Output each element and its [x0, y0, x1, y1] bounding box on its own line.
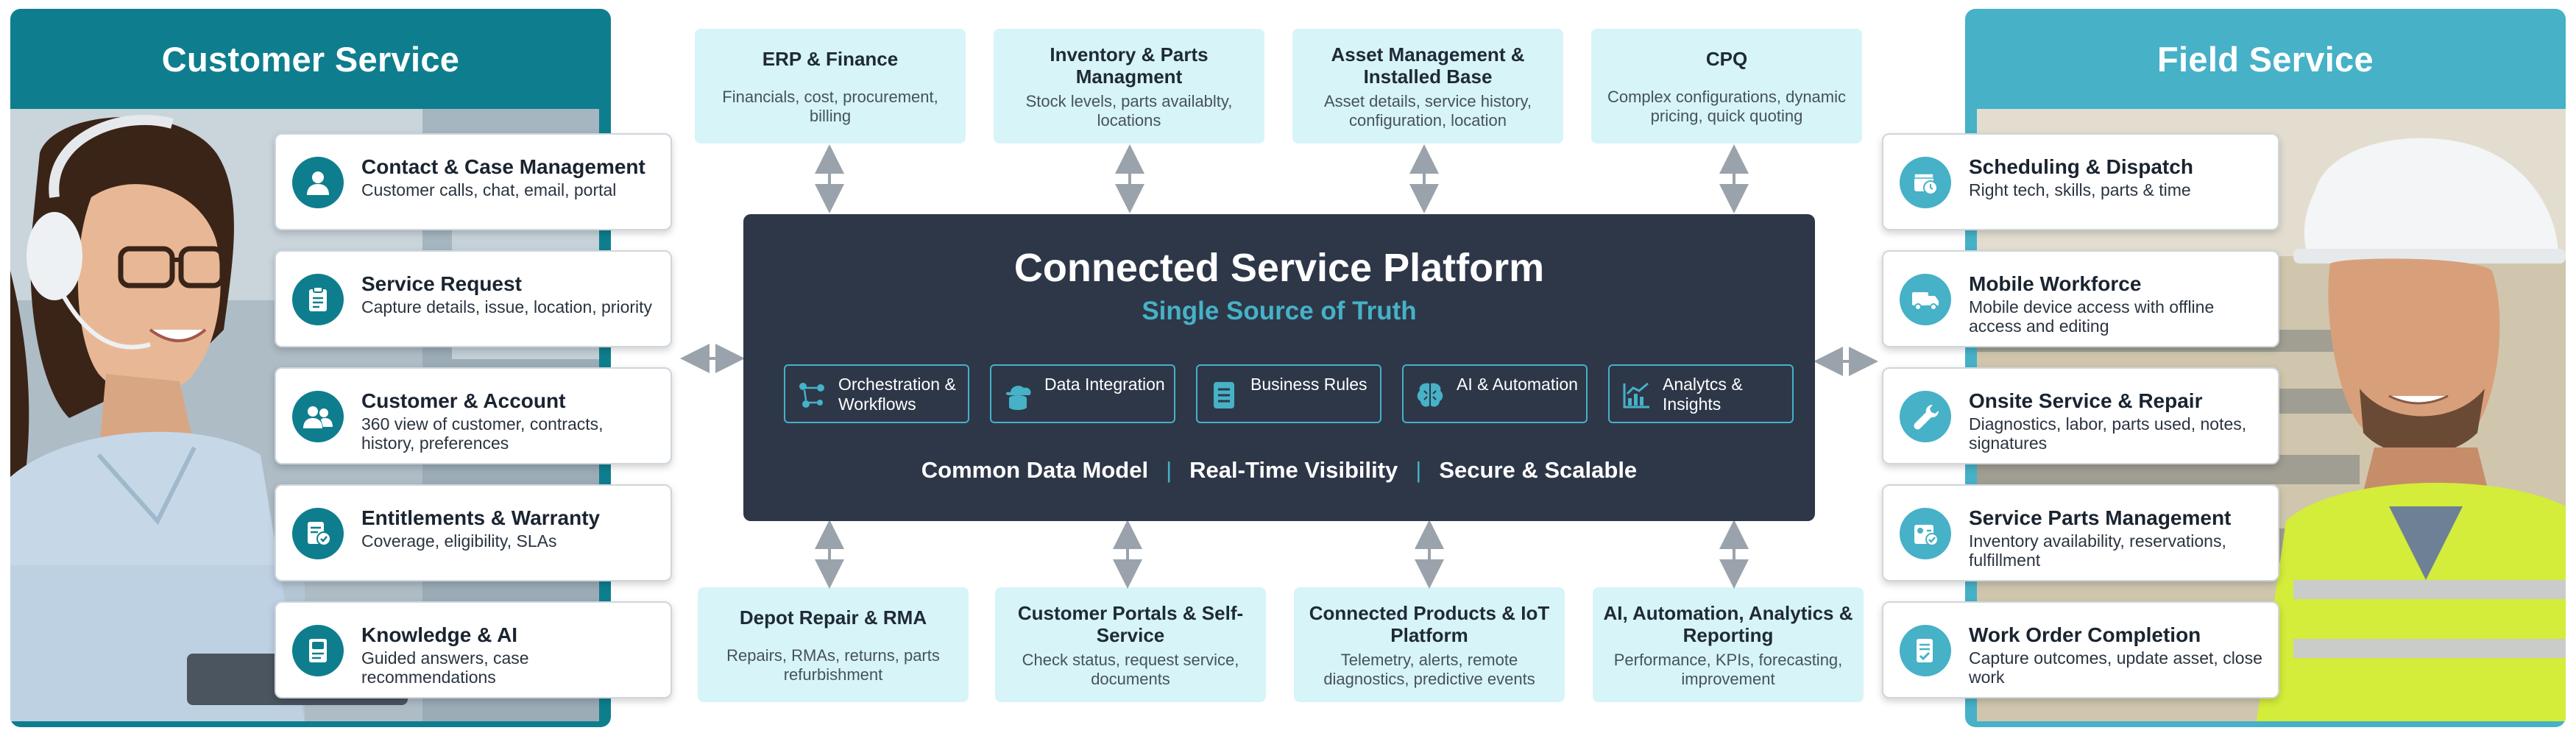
parts-check-icon	[1900, 508, 1951, 559]
card-title: Service Request	[361, 272, 522, 295]
card-mobile-workforce[interactable]: Mobile Workforce Mobile device access wi…	[1882, 250, 2279, 347]
card-entitlements-warranty[interactable]: Entitlements & Warranty Coverage, eligib…	[275, 484, 672, 581]
database-cloud-icon	[1005, 386, 1031, 410]
calendar-clock-icon	[1900, 157, 1951, 208]
rules-list-icon	[1214, 382, 1234, 408]
system-desc: Complex configurations, dynamic pricing,…	[1607, 88, 1847, 125]
truck-icon	[1900, 274, 1951, 325]
workflow-icon	[799, 383, 824, 408]
card-desc: Capture details, issue, location, priori…	[361, 297, 653, 316]
system-desc: Financials, cost, procurement, billing	[722, 88, 938, 125]
system-title: Depot Repair & RMA	[739, 606, 927, 629]
system-ai-automation-analytics[interactable]: AI, Automation, Analytics & Reporting Pe…	[1593, 587, 1864, 702]
system-title: ERP & Finance	[762, 48, 899, 70]
system-desc: Telemetry, alerts, remote diagnostics, p…	[1323, 651, 1535, 688]
connected-service-platform: Connected Service Platform Single Source…	[743, 214, 1815, 521]
card-title: Work Order Completion	[1969, 623, 2201, 646]
footer-separator: |	[1415, 457, 1422, 483]
system-cpq[interactable]: CPQ Complex configurations, dynamic pric…	[1591, 29, 1862, 144]
person-icon	[292, 157, 344, 208]
card-title: Onsite Service & Repair	[1969, 389, 2203, 412]
footer-common-data-model: Common Data Model	[921, 457, 1149, 483]
system-desc: Asset details, service history, configur…	[1323, 92, 1532, 130]
capability-orchestration-workflows[interactable]: Orchestration & Workflows	[784, 364, 969, 423]
card-scheduling-dispatch[interactable]: Scheduling & Dispatch Right tech, skills…	[1882, 133, 2279, 230]
card-desc: Capture outcomes, update asset, close wo…	[1969, 648, 2262, 687]
capability-data-integration[interactable]: Data Integration	[990, 364, 1175, 423]
system-connected-products-iot[interactable]: Connected Products & IoT Platform Teleme…	[1294, 587, 1565, 702]
footer-secure-scalable: Secure & Scalable	[1439, 457, 1638, 483]
capability-business-rules[interactable]: Business Rules	[1196, 364, 1381, 423]
footer-real-time-visibility: Real-Time Visibility	[1189, 457, 1398, 483]
capability-label: Data Integration	[1044, 375, 1165, 394]
card-title: Entitlements & Warranty	[361, 506, 601, 529]
card-desc: Inventory availability, reservations, fu…	[1969, 531, 2226, 570]
card-desc: Diagnostics, labor, parts used, notes, s…	[1969, 414, 2247, 453]
system-asset-management[interactable]: Asset Management & Installed Base Asset …	[1292, 29, 1563, 144]
system-desc: Check status, request service, documents	[1022, 651, 1239, 688]
system-desc: Performance, KPIs, forecasting, improvem…	[1613, 651, 1843, 688]
analytics-chart-icon	[1623, 382, 1649, 408]
system-erp-finance[interactable]: ERP & Finance Financials, cost, procurem…	[695, 29, 966, 144]
card-desc: Right tech, skills, parts & time	[1969, 180, 2191, 199]
card-title: Service Parts Management	[1969, 506, 2232, 529]
platform-footer: Common Data Model | Real-Time Visibility…	[743, 457, 1815, 484]
clipboard-icon	[292, 274, 344, 325]
wrench-icon	[1900, 391, 1951, 442]
card-contact-case-management[interactable]: Contact & Case Management Customer calls…	[275, 133, 672, 230]
capability-label: Orchestration & Workflows	[838, 375, 956, 414]
system-title: CPQ	[1705, 48, 1748, 70]
system-desc: Stock levels, parts availablty, location…	[1025, 92, 1233, 130]
card-service-request[interactable]: Service Request Capture details, issue, …	[275, 250, 672, 347]
system-title: AI, Automation, Analytics & Reporting	[1603, 602, 1853, 646]
users-icon	[292, 391, 344, 442]
system-desc: Repairs, RMAs, returns, parts refurbishm…	[726, 646, 940, 684]
brain-icon	[1417, 383, 1443, 407]
system-title: Asset Management & Installed Base	[1331, 43, 1525, 88]
card-desc: Coverage, eligibility, SLAs	[361, 531, 557, 551]
card-knowledge-ai[interactable]: Knowledge & AI Guided answers, case reco…	[275, 601, 672, 698]
capability-ai-automation[interactable]: AI & Automation	[1402, 364, 1588, 423]
footer-separator: |	[1166, 457, 1172, 483]
card-title: Knowledge & AI	[361, 623, 518, 646]
book-icon	[292, 625, 344, 676]
platform-subtitle: Single Source of Truth	[1142, 297, 1417, 325]
card-title: Contact & Case Management	[361, 155, 645, 178]
system-inventory-parts[interactable]: Inventory & Parts Managment Stock levels…	[994, 29, 1264, 144]
capability-label: Business Rules	[1250, 375, 1367, 394]
capability-label: Analytcs & Insights	[1663, 375, 1743, 414]
card-title: Customer & Account	[361, 389, 566, 412]
customer-service-title: Customer Service	[161, 39, 460, 79]
system-depot-repair-rma[interactable]: Depot Repair & RMA Repairs, RMAs, return…	[698, 587, 969, 702]
card-work-order-completion[interactable]: Work Order Completion Capture outcomes, …	[1882, 601, 2279, 698]
card-desc: Mobile device access with offline access…	[1969, 297, 2215, 336]
document-check-icon	[292, 508, 344, 559]
card-desc: Guided answers, case recommendations	[361, 648, 529, 687]
card-title: Mobile Workforce	[1969, 272, 2142, 295]
capability-label: AI & Automation	[1457, 375, 1578, 394]
platform-title: Connected Service Platform	[1013, 246, 1545, 290]
card-service-parts-management[interactable]: Service Parts Management Inventory avail…	[1882, 484, 2279, 581]
field-service-title: Field Service	[2157, 39, 2374, 79]
system-title: Connected Products & IoT Platform	[1309, 602, 1550, 646]
system-title: Customer Portals & Self-Service	[1017, 602, 1244, 646]
card-customer-account[interactable]: Customer & Account 360 view of customer,…	[275, 367, 672, 464]
card-onsite-service-repair[interactable]: Onsite Service & Repair Diagnostics, lab…	[1882, 367, 2279, 464]
system-customer-portals[interactable]: Customer Portals & Self-Service Check st…	[995, 587, 1266, 702]
card-title: Scheduling & Dispatch	[1969, 155, 2193, 178]
system-title: Inventory & Parts Managment	[1050, 43, 1209, 88]
card-desc: Customer calls, chat, email, portal	[361, 180, 617, 199]
card-desc: 360 view of customer, contracts, history…	[361, 414, 604, 453]
checklist-icon	[1900, 625, 1951, 676]
capability-analytics-insights[interactable]: Analytcs & Insights	[1608, 364, 1794, 423]
